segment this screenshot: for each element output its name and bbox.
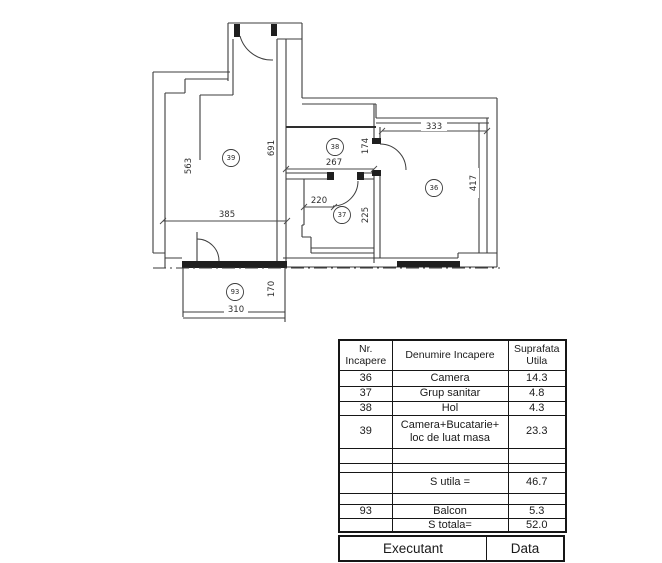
- data-cell: Data: [510, 540, 540, 556]
- bathroom-door-arc: [332, 180, 359, 207]
- table-row: [338, 462, 567, 473]
- header-nr-incapere: Nr. Incapere: [338, 339, 393, 371]
- cell-nr: 38: [338, 400, 393, 416]
- cell-name: Grup sanitar: [391, 385, 509, 402]
- cell-area: 23.3: [507, 414, 567, 449]
- svg-text:38: 38: [331, 143, 340, 151]
- cell-nr: 37: [338, 385, 393, 402]
- table-row: 93 Balcon 5.3: [338, 503, 567, 519]
- table-row-s-utila: S utila = 46.7: [338, 471, 567, 494]
- dim-label-691: 691: [267, 140, 277, 156]
- cell-name: [391, 462, 509, 473]
- dim-label-563: 563: [184, 158, 194, 174]
- room-badge-39: 39: [222, 149, 240, 167]
- cell-name: S utila =: [391, 471, 509, 494]
- floor-plan: 563 691 385 267 174 220 225 333 417 170 …: [152, 22, 500, 322]
- cell-name: Hol: [391, 400, 509, 416]
- dim-label-310: 310: [228, 305, 244, 315]
- cell-nr: 36: [338, 369, 393, 387]
- cell-nr: 39: [338, 414, 393, 449]
- cell-name: Camera+Bucatarie+ loc de luat masa: [391, 414, 509, 449]
- svg-text:93: 93: [231, 288, 240, 296]
- table-row: [338, 447, 567, 464]
- dim-label-170: 170: [267, 281, 277, 297]
- dim-label-225: 225: [361, 207, 371, 223]
- cell-area: 52.0: [507, 517, 567, 533]
- cell-name: Camera: [391, 369, 509, 387]
- signature-footer: Executant Data: [338, 534, 565, 562]
- room-schedule-table: Nr. Incapere Denumire Incapere Suprafata…: [338, 339, 567, 533]
- cell-area: [507, 447, 567, 464]
- table-row: 36 Camera 14.3: [338, 369, 567, 387]
- cell-area: [507, 462, 567, 473]
- header-denumire-incapere: Denumire Incapere: [391, 339, 509, 371]
- table-row-s-totala: S totala= 52.0: [338, 517, 567, 533]
- table-row: 37 Grup sanitar 4.8: [338, 385, 567, 402]
- cell-area: 4.8: [507, 385, 567, 402]
- cell-nr: [338, 462, 393, 473]
- svg-text:36: 36: [430, 184, 439, 192]
- cell-area: [507, 492, 567, 505]
- door-jambs-and-sills: [182, 24, 460, 268]
- cell-area: 4.3: [507, 400, 567, 416]
- cell-name: [391, 492, 509, 505]
- room-badge-36: 36: [425, 179, 443, 197]
- bedroom-door-arc: [379, 143, 407, 171]
- room-badge-93: 93: [226, 283, 244, 301]
- dim-label-174: 174: [361, 138, 371, 154]
- dim-label-333: 333: [426, 122, 442, 132]
- executant-cell: Executant: [340, 536, 487, 560]
- entry-door-arc: [239, 35, 274, 61]
- cell-name: Balcon: [391, 503, 509, 519]
- cell-nr: [338, 517, 393, 533]
- cell-name: [391, 447, 509, 464]
- svg-text:39: 39: [227, 154, 236, 162]
- label-backgrounds: [224, 121, 479, 314]
- svg-text:37: 37: [338, 211, 347, 219]
- cell-nr: 93: [338, 503, 393, 519]
- dim-label-385: 385: [219, 210, 235, 220]
- cell-area: 14.3: [507, 369, 567, 387]
- exterior-and-interior-walls: [152, 22, 498, 322]
- cell-nr: [338, 471, 393, 494]
- room-schedule: Nr. Incapere Denumire Incapere Suprafata…: [338, 339, 567, 562]
- cell-area: 46.7: [507, 471, 567, 494]
- room-badge-38: 38: [326, 138, 344, 156]
- room-badge-37: 37: [333, 206, 351, 224]
- cell-name: S totala=: [391, 517, 509, 533]
- table-header-row: Nr. Incapere Denumire Incapere Suprafata…: [338, 339, 567, 371]
- cell-nr: [338, 447, 393, 464]
- dim-label-417: 417: [469, 175, 479, 191]
- dimension-lines: [159, 127, 491, 225]
- balcony-door-arc: [196, 238, 220, 262]
- table-row: 38 Hol 4.3: [338, 400, 567, 416]
- dim-label-267: 267: [326, 158, 342, 168]
- table-row: 39 Camera+Bucatarie+ loc de luat masa 23…: [338, 414, 567, 449]
- cell-nr: [338, 492, 393, 505]
- dim-label-220: 220: [311, 196, 327, 206]
- header-suprafata-utila: Suprafata Utila: [507, 339, 567, 371]
- cell-area: 5.3: [507, 503, 567, 519]
- table-row: [338, 492, 567, 505]
